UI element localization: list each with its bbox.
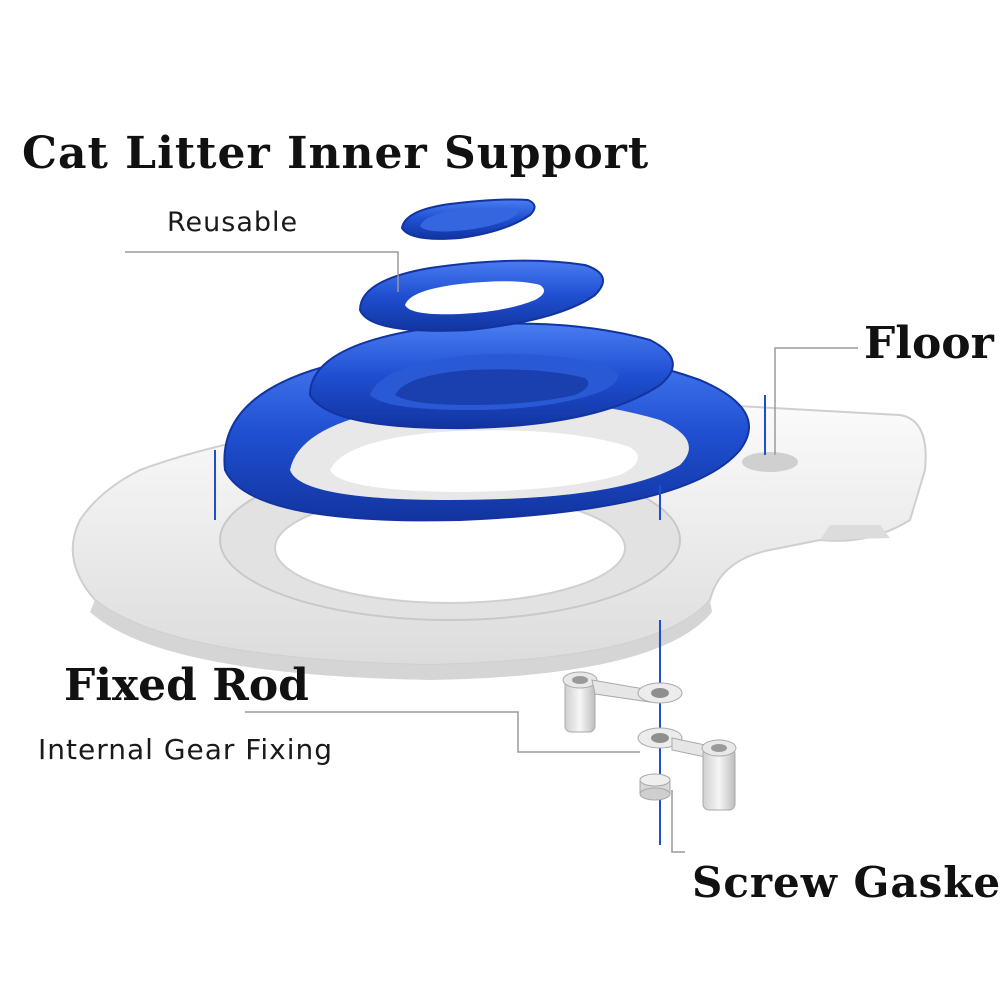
label-floor: Floor [864, 318, 994, 369]
small-blue-tray [358, 259, 604, 332]
label-screw-gasket: Screw Gasket [692, 858, 1000, 907]
middle-blue-ring [308, 322, 674, 430]
fixed-rod-upper [562, 671, 683, 733]
fixed-rod-lower [637, 727, 737, 811]
screw-gasket-part [639, 773, 671, 801]
label-fixed-rod: Fixed Rod [64, 660, 309, 711]
label-inner-support: Cat Litter Inner Support [22, 128, 650, 179]
label-reusable: Reusable [167, 207, 299, 238]
tiny-blue-tray [400, 198, 536, 240]
leader-lines [125, 251, 858, 853]
label-internal-gear: Internal Gear Fixing [38, 733, 334, 766]
